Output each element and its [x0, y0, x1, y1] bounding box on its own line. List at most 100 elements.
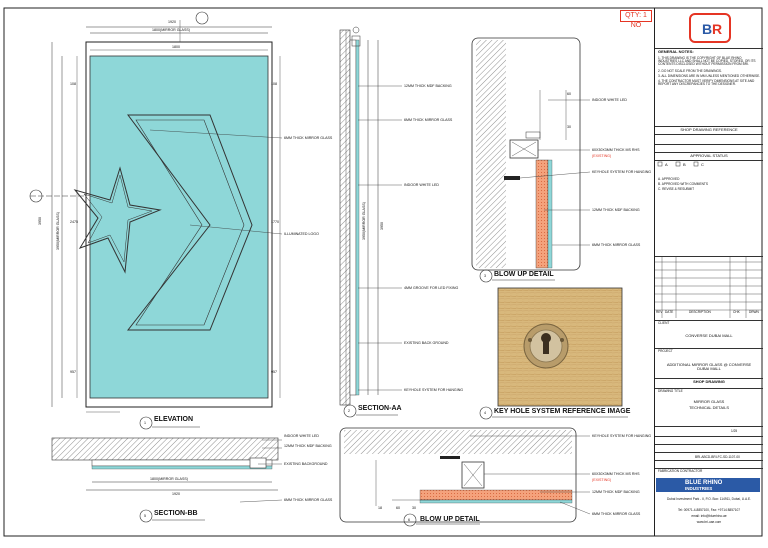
blowup1-label-keyhole: KEYHOLE SYSTEM FOR HANGING — [592, 170, 652, 174]
elev-side-dim-3: 957 — [70, 370, 76, 374]
mirror-glass-panel — [89, 55, 269, 399]
company-email: email: info@bluerhino.ae — [691, 514, 727, 518]
sec-bb-dim-inner: 1800(MIRROR GLASS) — [150, 477, 188, 481]
general-note-3: 3. ALL DIMENSIONS ARE IN MM UNLESS MENTI… — [658, 74, 761, 78]
approval-option-b: B — [683, 162, 686, 167]
blowup1-label-existing: (EXISTING) — [592, 154, 612, 158]
sec-aa-label-keyhole: KEYHOLE SYSTEM FOR HANGING — [404, 388, 464, 392]
blowup2-caption-num: 6 — [408, 518, 410, 522]
elev-side-dim-2: 2475 — [70, 220, 78, 224]
section-bb-caption-num: 5 — [144, 514, 146, 518]
dim-top-inner: 1800(MIRROR GLASS) — [152, 28, 190, 32]
sec-aa-label-mdf: 12MM THICK MDF BACKING — [404, 84, 452, 88]
blowup1-label-mdf: 12MM THICK MDF BACKING — [592, 208, 640, 212]
section-aa-caption-num: 2 — [348, 409, 350, 413]
sec-bb-dim-outer: 1920 — [172, 492, 180, 496]
company-sub: INDUSTRIES — [685, 486, 713, 491]
sec-aa-label-groove: 4MM GROOVE FOR LED FIXING — [404, 286, 459, 290]
dim-left-inner: 3950(MIRROR GLASS) — [56, 212, 60, 250]
project-label: PROJECT — [658, 349, 673, 353]
sec-aa-dim-inner: 3950(MIRROR GLASS) — [362, 202, 366, 240]
section-bb-view — [51, 437, 283, 523]
approval-status: APPROVAL STATUS — [690, 153, 728, 158]
sec-aa-dim-outer: 3950 — [380, 222, 384, 230]
approval-note-a: A. APPROVED — [658, 177, 680, 181]
drawing-title-line-2: TECHNICAL DETAILS — [688, 405, 729, 410]
company-address: Dubai Investment Park - II, P.O. Box: 11… — [667, 497, 751, 501]
title-block: GENERAL NOTES: 1. THIS DRAWING IS THE CO… — [654, 8, 763, 536]
sec-aa-label-led: INDOOR WHITE LED — [404, 183, 439, 187]
approval-option-c: C — [701, 162, 704, 167]
rev-header-drwn: DRWN — [749, 310, 759, 314]
shop-drawing-title: SHOP DRAWING — [693, 379, 725, 384]
sec-bb-label-mdf: 12MM THICK MDF BACKING — [284, 444, 332, 448]
sec-aa-label-background: EXISTING BACK GROUND — [404, 341, 449, 345]
elev-right-dim-1: 108 — [271, 82, 277, 86]
blowup2-label-mdf: 12MM THICK MDF BACKING — [592, 490, 640, 494]
sec-bb-label-led: INDOOR WHITE LED — [284, 434, 319, 438]
blowup2-label-keyhole: KEYHOLE SYSTEM FOR HANGING — [592, 434, 652, 438]
blowup2-label-existing: (EXISTING) — [592, 478, 612, 482]
qty-badge: QTY: 1 NO — [620, 10, 652, 29]
svg-text:B: B — [702, 21, 712, 37]
client-label: CLIENT — [658, 321, 670, 325]
blowup-detail-2 — [339, 427, 591, 527]
blowup1-caption: BLOW UP DETAIL — [494, 271, 554, 278]
elev-label-mirror-glass: 6MM THICK MIRROR GLASS — [284, 136, 333, 140]
elev-label-logo: ILLUMINATED LOGO — [284, 232, 319, 236]
company-name: BLUE RHINO — [685, 480, 723, 486]
drawing-number: BRI-ABCD-BRI-FC-SD-1107-00 — [695, 455, 740, 459]
blowup1-caption-num: 3 — [484, 274, 486, 278]
general-note-2: 2. DO NOT SCALE FROM THE DRAWINGS. — [658, 69, 722, 73]
keyhole-caption: KEY HOLE SYSTEM REFERENCE IMAGE — [494, 408, 631, 415]
elev-side-dim-1: 108 — [70, 82, 76, 86]
approval-option-a: A — [665, 162, 668, 167]
blowup2-label-mirror: 6MM THICK MIRROR GLASS — [592, 512, 641, 516]
blowup2-dim-30: 30 — [412, 506, 416, 510]
dim-top-outer: 1920 — [168, 20, 176, 24]
svg-text:R: R — [712, 21, 722, 37]
elev-right-dim-2: 1770 — [271, 220, 279, 224]
section-aa-caption: SECTION-AA — [358, 405, 402, 412]
sec-aa-label-mirror: 6MM THICK MIRROR GLASS — [404, 118, 453, 122]
project-name: ADDITIONAL MIRROR GLASS @ CONVERSE DUBAI… — [666, 362, 752, 371]
blowup1-label-rhs: 60X30X3MM THICK MS RHS — [592, 148, 640, 152]
rev-header-rev: REV — [656, 310, 663, 314]
dim-top-small: 1800 — [172, 45, 180, 49]
general-note-1: 1. THIS DRAWING IS THE COPYRIGHT OF BLUE… — [658, 56, 756, 67]
client-name: CONVERSE DUBAI MALL — [685, 333, 733, 338]
approval-note-c: C. REVISE & RESUBMIT — [658, 187, 695, 191]
elevation-caption-num: 1 — [144, 421, 146, 425]
sec-bb-label-background: EXISTING BACKGROUND — [284, 462, 328, 466]
elevation-view — [29, 11, 283, 430]
blowup2-dim-18: 18 — [378, 506, 382, 510]
scale-value: 1/25 — [731, 429, 738, 433]
blowup1-label-mirror: 6MM THICK MIRROR GLASS — [592, 243, 641, 247]
keyhole-caption-num: 4 — [484, 411, 486, 415]
company-logo — [689, 13, 731, 43]
approval-note-b: B. APPROVED WITH COMMENTS — [658, 182, 708, 186]
company-banner — [656, 478, 760, 492]
drawing-title-line-1: MIRROR GLASS — [693, 399, 725, 404]
chevron-outline — [126, 114, 253, 331]
general-notes-title: GENERAL NOTES: — [658, 49, 694, 54]
section-aa-view — [339, 26, 402, 418]
keyhole-reference-image — [479, 287, 628, 420]
blowup1-dim-30: 30 — [567, 125, 571, 129]
blowup2-caption: BLOW UP DETAIL — [420, 516, 480, 523]
sec-bb-label-mirror: 6MM THICK MIRROR GLASS — [284, 498, 333, 502]
company-contact: Tel: 00971-4-8857100, Fax: +9714 8857107 — [677, 508, 741, 512]
titleblock-graphics: B R — [654, 13, 762, 492]
star-logo — [73, 166, 162, 274]
elev-right-dim-3: 957 — [271, 370, 277, 374]
blowup-detail-1 — [471, 37, 591, 283]
dim-left-outer: 3950 — [38, 217, 42, 225]
general-note-4: 4. THE CONTRACTOR MUST VERIFY DIMENSIONS… — [658, 79, 755, 87]
blowup1-label-led: INDOOR WHITE LED — [592, 98, 627, 102]
drawing-title-label: DRAWING TITLE — [658, 389, 683, 393]
section-bb-caption: SECTION-BB — [154, 510, 198, 517]
company-web: www.bri-uae.com — [696, 520, 722, 524]
elevation-caption: ELEVATION — [154, 416, 194, 423]
